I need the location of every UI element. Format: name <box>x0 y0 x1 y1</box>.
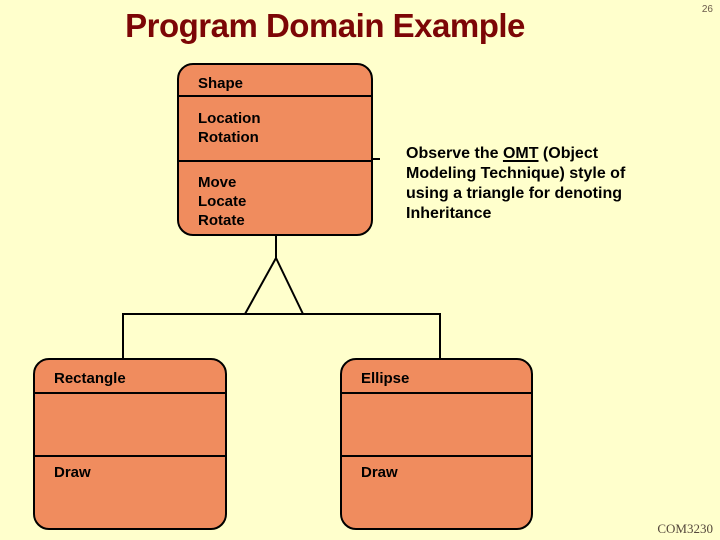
method-item: Move <box>198 174 237 191</box>
class-name-ellipse: Ellipse <box>361 370 410 387</box>
attribute-item: Location <box>198 110 261 127</box>
class-box-shape: Shape Location Rotation Move Locate Rota… <box>177 63 373 236</box>
page-number: 26 <box>701 4 713 15</box>
observe-note-line1: Observe the OMT (Object <box>406 144 706 164</box>
observe-note-line4: Inheritance <box>406 205 492 222</box>
method-item: Draw <box>361 464 398 481</box>
class-name-rectangle: Rectangle <box>54 370 126 387</box>
class-methods-shape: Move Locate Rotate <box>179 160 371 234</box>
class-name-shape: Shape <box>198 75 244 92</box>
page-title: Program Domain Example <box>125 7 525 44</box>
class-methods-rectangle: Draw <box>35 455 225 528</box>
class-methods-ellipse: Draw <box>342 455 531 528</box>
attribute-item: Rotation <box>198 129 259 146</box>
class-box-ellipse: Ellipse Draw <box>340 358 533 530</box>
observe-note-line2: Modeling Technique) style of <box>406 165 626 182</box>
method-item: Draw <box>54 464 91 481</box>
method-item: Rotate <box>198 212 245 229</box>
observe-note-line3: using a triangle for denoting <box>406 185 622 202</box>
course-code-footer: COM3230 <box>657 521 713 536</box>
class-attributes-shape: Location Rotation <box>179 95 371 160</box>
omt-underlined-text: OMT <box>502 145 539 162</box>
class-attributes-ellipse <box>342 392 531 455</box>
observe-note: Observe the OMT (Object Modeling Techniq… <box>406 144 706 224</box>
observe-note-text: (Object <box>538 145 599 162</box>
observe-note-text: Observe the <box>406 145 503 162</box>
class-attributes-rectangle <box>35 392 225 455</box>
inheritance-triangle-icon <box>244 255 304 315</box>
method-item: Locate <box>198 193 247 210</box>
class-box-rectangle: Rectangle Draw <box>33 358 227 530</box>
